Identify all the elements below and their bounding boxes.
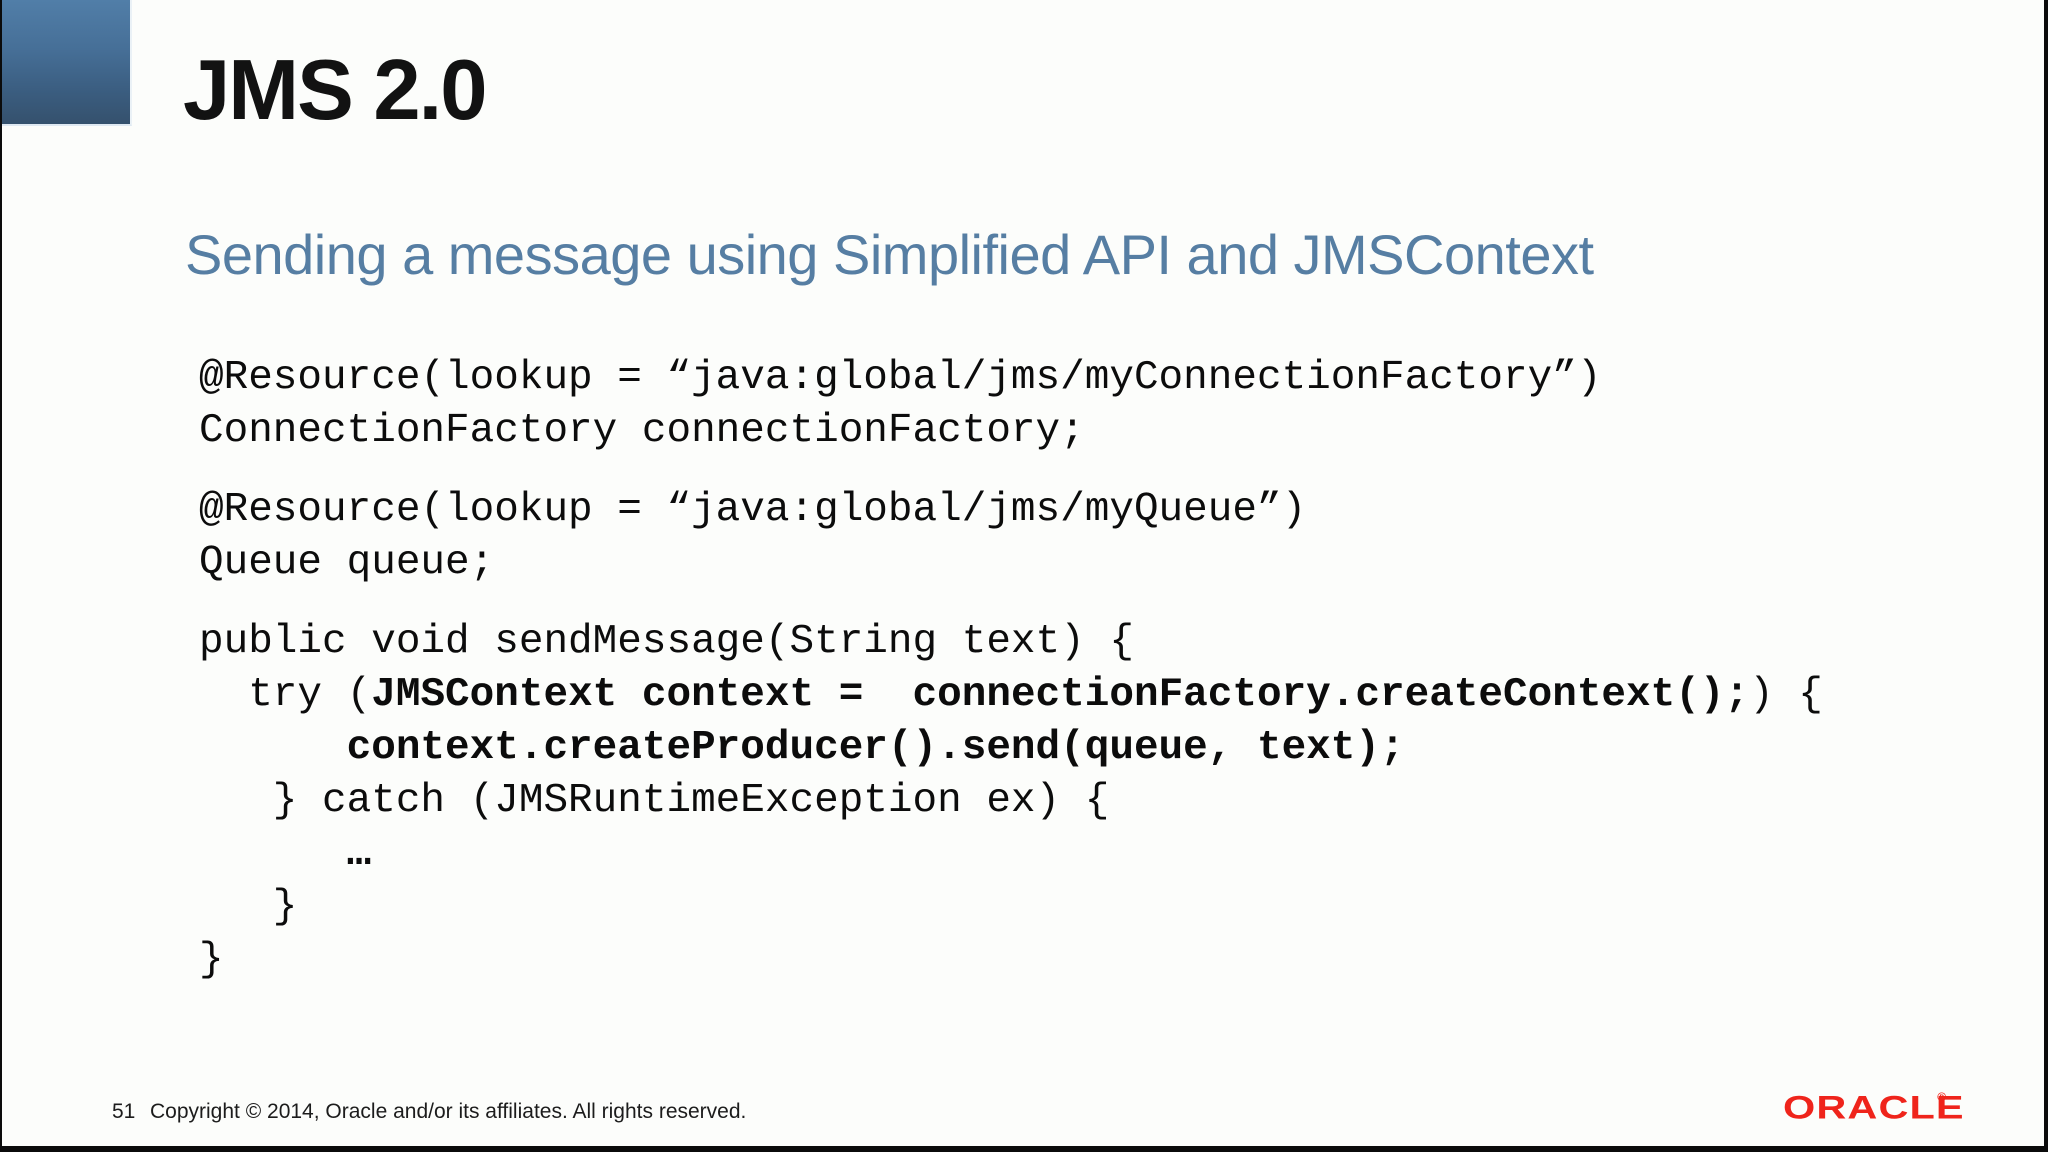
code-block: public void sendMessage(String text) { t… <box>199 616 1823 987</box>
code-block: @Resource(lookup = “java:global/jms/myQu… <box>199 484 1823 590</box>
code-line: @Resource(lookup = “java:global/jms/myCo… <box>199 355 1602 401</box>
slide-subtitle: Sending a message using Simplified API a… <box>185 223 1594 286</box>
code-line: } <box>199 937 224 983</box>
code-line: } <box>199 884 298 930</box>
code-line: context.createProducer().send(queue, tex… <box>346 725 1405 771</box>
slide-title: JMS 2.0 <box>183 43 488 138</box>
corner-accent-square <box>2 0 132 126</box>
code-line: ConnectionFactory connectionFactory; <box>199 408 1085 454</box>
code-line: Queue queue; <box>199 540 495 586</box>
code-line: public void sendMessage(String text) { <box>199 619 1134 665</box>
registered-trademark-icon: ® <box>1937 1090 1947 1104</box>
copyright-text: Copyright © 2014, Oracle and/or its affi… <box>150 1100 747 1123</box>
oracle-logo: ORACLE® <box>1783 1088 2013 1128</box>
page-number: 51 <box>112 1100 136 1123</box>
code-snippet: @Resource(lookup = “java:global/jms/myCo… <box>199 352 1823 1013</box>
code-line: @Resource(lookup = “java:global/jms/myQu… <box>199 487 1307 533</box>
code-line: } catch (JMSRuntimeException ex) { <box>199 778 1110 824</box>
oracle-wordmark: ORACLE <box>1783 1089 1965 1126</box>
code-line: try (JMSContext context = connectionFact… <box>199 672 1823 718</box>
code-block: @Resource(lookup = “java:global/jms/myCo… <box>199 352 1823 458</box>
code-line: … <box>346 831 372 877</box>
